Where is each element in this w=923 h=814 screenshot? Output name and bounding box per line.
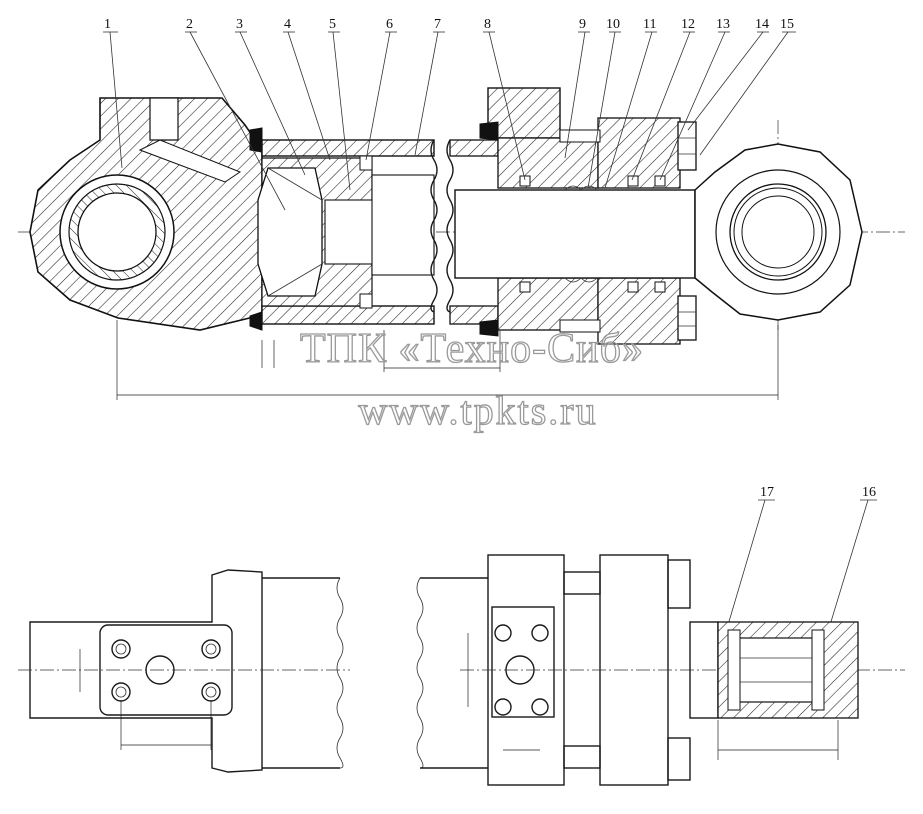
part-label-16: 16 <box>862 485 876 500</box>
barrel-right <box>446 87 697 345</box>
part-label-3: 3 <box>236 17 243 32</box>
part-label-8: 8 <box>484 17 491 32</box>
watermark-url: www.tpkts.ru <box>358 388 597 433</box>
part-labels: 1 2 3 4 5 6 7 8 9 10 11 12 13 14 15 16 1… <box>104 17 876 500</box>
right-rod-eye <box>694 143 863 321</box>
part-label-4: 4 <box>284 17 291 32</box>
part-label-9: 9 <box>579 17 586 32</box>
barrel-left <box>249 127 438 331</box>
bottom-right-view <box>416 554 905 786</box>
bottom-left-flange-view <box>18 569 350 773</box>
section-view <box>18 87 905 400</box>
watermark-company: ТПК «Техно-Сиб» <box>300 326 644 372</box>
leader-lines <box>103 31 877 626</box>
part-label-10: 10 <box>606 17 620 32</box>
part-label-7: 7 <box>434 17 441 32</box>
part-label-14: 14 <box>755 17 769 32</box>
left-clevis-eye <box>29 97 263 331</box>
part-label-12: 12 <box>681 17 695 32</box>
part-label-1: 1 <box>104 17 111 32</box>
part-label-2: 2 <box>186 17 193 32</box>
part-label-13: 13 <box>716 17 730 32</box>
part-label-5: 5 <box>329 17 336 32</box>
watermark: ТПК «Техно-Сиб» www.tpkts.ru <box>299 325 644 433</box>
part-label-17: 17 <box>760 485 774 500</box>
part-label-15: 15 <box>780 17 794 32</box>
part-label-11: 11 <box>643 17 656 32</box>
part-label-6: 6 <box>386 17 393 32</box>
